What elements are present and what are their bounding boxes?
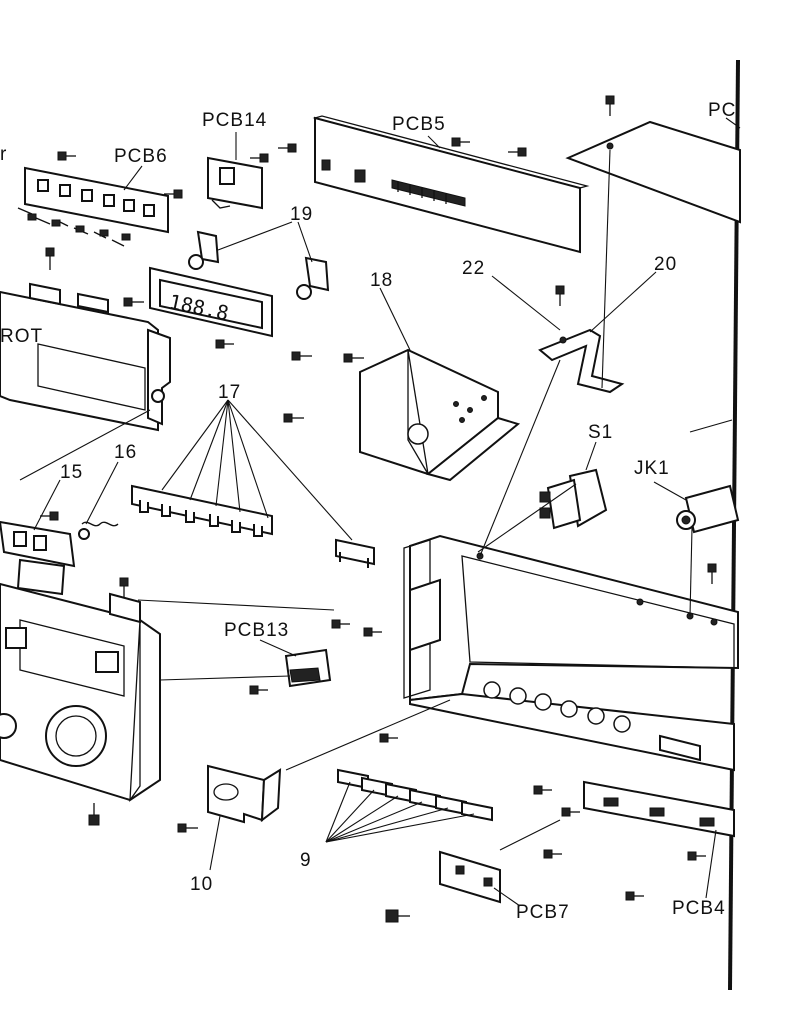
label-edge-r: r	[0, 144, 7, 165]
front-subpanel: ROT	[0, 282, 171, 432]
pcb6-board	[17, 166, 169, 247]
pcb13-board	[284, 648, 332, 688]
jack-jk1	[676, 484, 740, 534]
part-labels: PCB14 PCB5 PC PCB6 r 19 18 22 20 17 S1 J…	[0, 100, 736, 923]
clamp-set-17	[131, 484, 375, 568]
bracket-18	[359, 348, 521, 482]
label-pcb4: PCB4	[672, 898, 726, 919]
switch-s1	[539, 468, 608, 530]
label-15: 15	[60, 462, 83, 483]
label-pcb-top: PC	[708, 100, 736, 121]
spring-16	[78, 521, 119, 540]
bracket-15	[0, 520, 76, 596]
leader-lines	[19, 117, 741, 907]
label-19: 19	[290, 204, 313, 225]
connector-set-9	[337, 768, 493, 822]
label-22: 22	[462, 258, 485, 279]
label-10: 10	[190, 874, 213, 895]
pcb4-board	[583, 780, 735, 838]
main-chassis	[403, 534, 739, 772]
label-s1: S1	[588, 422, 613, 443]
pcb14-board	[207, 156, 263, 210]
front-panel	[0, 582, 161, 803]
pcb-top-right-board	[565, 120, 741, 224]
label-18: 18	[370, 270, 393, 291]
label-pcb13: PCB13	[224, 620, 289, 641]
label-pcb5: PCB5	[392, 114, 446, 135]
pushbutton-19	[188, 230, 330, 300]
pcb7-board	[439, 850, 501, 904]
bracket-10	[207, 764, 282, 824]
screws	[40, 95, 717, 923]
label-pcb6: PCB6	[114, 146, 168, 167]
pcb5-board	[312, 115, 590, 254]
label-9: 9	[300, 850, 312, 871]
label-pcb7: PCB7	[516, 902, 570, 923]
label-20: 20	[654, 254, 677, 275]
display-panel: 188.8	[149, 266, 273, 338]
label-16: 16	[114, 442, 137, 463]
panel-brand-text: ROT	[0, 326, 43, 347]
label-17: 17	[218, 382, 241, 403]
label-pcb14: PCB14	[202, 110, 267, 131]
bracket-20	[538, 328, 625, 394]
label-jk1: JK1	[634, 458, 670, 479]
